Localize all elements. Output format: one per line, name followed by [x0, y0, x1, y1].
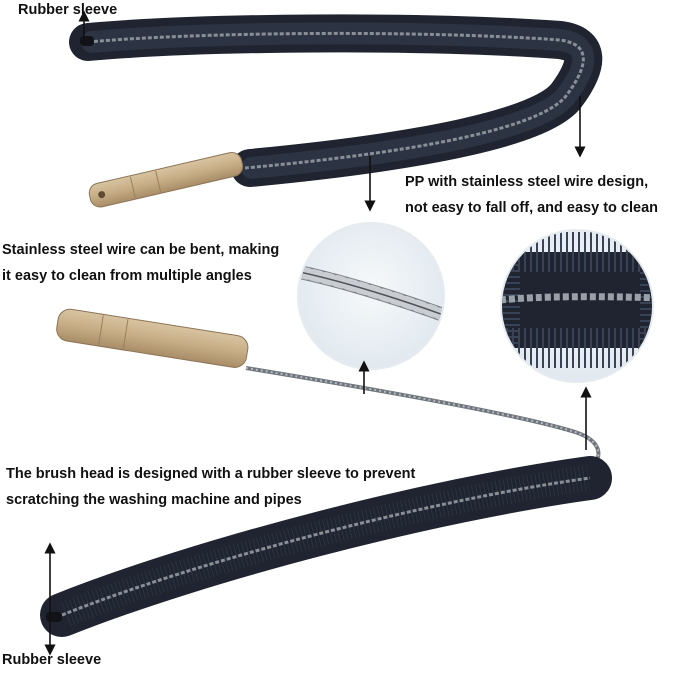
label-steel-wire-line2: it easy to clean from multiple angles [2, 268, 252, 284]
label-pp-wire-design: PP with stainless steel wire design, not… [405, 169, 658, 221]
bottom-brush-handle [56, 308, 249, 368]
label-bottom-rubber-sleeve: Rubber sleeve [2, 647, 101, 673]
label-top-rubber-sleeve: Rubber sleeve [18, 0, 117, 23]
label-brush-head-line1: The brush head is designed with a rubber… [6, 466, 416, 482]
label-pp-wire-line1: PP with stainless steel wire design, [405, 174, 649, 190]
bottom-brush [40, 308, 612, 637]
top-brush [69, 14, 603, 208]
label-top-rubber-sleeve-text: Rubber sleeve [18, 2, 118, 18]
zoom-bristles [500, 229, 654, 383]
callout-arrows [44, 10, 592, 656]
label-bottom-rubber-sleeve-text: Rubber sleeve [2, 652, 102, 668]
bottom-brush-wire-shaft [245, 366, 601, 470]
label-pp-wire-line2: not easy to fall off, and easy to clean [405, 200, 659, 216]
label-steel-wire-line1: Stainless steel wire can be bent, making [2, 242, 280, 258]
label-brush-head: The brush head is designed with a rubber… [6, 461, 415, 513]
top-brush-wire [87, 31, 585, 170]
top-rubber-sleeve [80, 36, 94, 46]
bottom-rubber-sleeve [46, 612, 62, 622]
label-brush-head-line2: scratching the washing machine and pipes [6, 492, 302, 508]
zoom-steel-wire [297, 222, 445, 370]
top-brush-handle [88, 152, 244, 208]
label-steel-wire-bendable: Stainless steel wire can be bent, making… [2, 237, 279, 289]
